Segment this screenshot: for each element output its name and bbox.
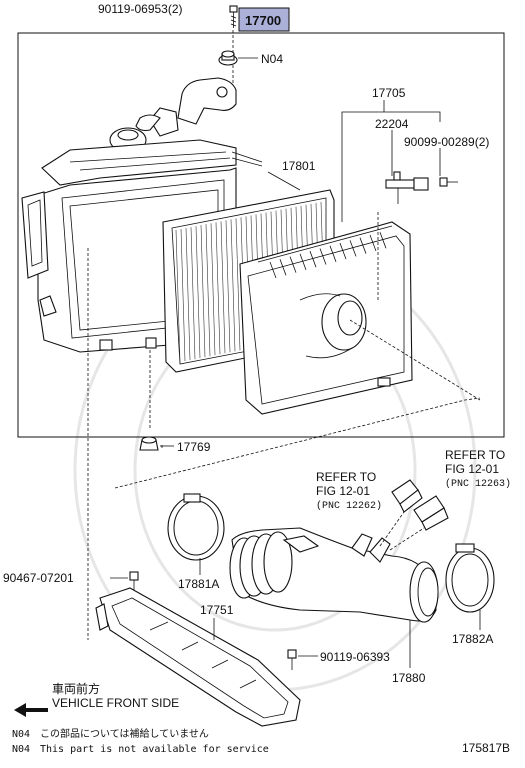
ref-left-line1[interactable]: REFER TO [316, 470, 376, 484]
label-90467-07201[interactable]: 90467-07201 [3, 571, 74, 585]
label-17881a[interactable]: 17881A [178, 577, 219, 591]
hose-clamp-17881a [167, 493, 225, 561]
cap-rib [349, 240, 357, 257]
direction-jp: 車両前方 [52, 681, 100, 696]
air-cleaner-cap [239, 221, 413, 415]
label-17801[interactable]: 17801 [282, 159, 316, 173]
cap-rib [279, 259, 287, 276]
filter-pleat [235, 218, 241, 351]
note-en-text: This part is not available for service [40, 744, 269, 755]
direction-en: VEHICLE FRONT SIDE [52, 696, 179, 710]
part-number-highlight [238, 7, 290, 32]
figure-id: 175817B [462, 741, 510, 755]
ref-right-line1[interactable]: REFER TO [445, 448, 505, 462]
cap-rib [359, 237, 367, 254]
label-90099-00289[interactable]: 90099-00289(2) [404, 135, 489, 149]
cap-rib [339, 242, 347, 260]
label-17882a[interactable]: 17882A [452, 632, 493, 646]
ref-left-line2[interactable]: FIG 12-01 [316, 484, 370, 498]
inlet-duct-17751 [95, 587, 301, 727]
cap-rib [379, 232, 387, 249]
label-bolt-top[interactable]: 90119-06953(2) [98, 2, 183, 16]
label-90119-06393[interactable]: 90119-06393 [320, 650, 390, 664]
label-22204[interactable]: 22204 [375, 117, 409, 131]
filter-pleat [195, 226, 201, 359]
clip-17769 [139, 436, 159, 451]
intake-hose-17880 [229, 527, 439, 623]
cap-rib [289, 256, 297, 273]
ref-right-line2[interactable]: FIG 12-01 [445, 462, 499, 476]
filter-pleat [220, 221, 226, 354]
cap-rib [319, 248, 327, 265]
filter-pleat [200, 225, 206, 358]
cap-rib [309, 251, 317, 268]
label-17880[interactable]: 17880 [392, 671, 426, 685]
filter-pleat [190, 227, 196, 360]
cap-rib [369, 234, 377, 252]
ref-hose-left [391, 479, 423, 513]
filter-pleat [230, 219, 236, 352]
front-arrow-icon [14, 703, 48, 717]
note-en-code: N04 [12, 744, 30, 755]
cap-rib [299, 253, 307, 271]
note-jp-code: N04 [12, 729, 30, 740]
bolt-top [229, 5, 238, 28]
n04-grommet [218, 50, 238, 66]
filter-pleat [180, 229, 186, 362]
label-17705[interactable]: 17705 [372, 86, 406, 100]
assembly-part-number[interactable]: 17700 [245, 13, 281, 28]
filter-pleat [185, 228, 191, 361]
note-jp-text: この部品については補給していません [40, 727, 209, 740]
label-17751[interactable]: 17751 [200, 603, 234, 617]
mass-air-flow-sensor [385, 171, 429, 204]
bolt-90119-06393 [287, 649, 297, 670]
label-n04[interactable]: N04 [261, 52, 283, 66]
filter-pleat [205, 224, 211, 357]
filter-pleat [175, 229, 181, 363]
assembly-frame [17, 32, 505, 438]
sensor-screw [439, 177, 458, 187]
filter-pleat [225, 220, 231, 353]
filter-pleat [210, 223, 216, 356]
label-17769[interactable]: 17769 [177, 440, 211, 454]
cap-rib [269, 261, 277, 279]
hose-clamp-17882a [445, 543, 495, 613]
cap-rib [329, 245, 337, 262]
ref-right-pnc[interactable]: (PNC 12263) [445, 478, 511, 490]
filter-pleat [215, 222, 221, 355]
clip-90467 [129, 571, 139, 590]
ref-left-pnc[interactable]: (PNC 12262) [316, 500, 382, 512]
ref-hose-right [413, 495, 449, 531]
